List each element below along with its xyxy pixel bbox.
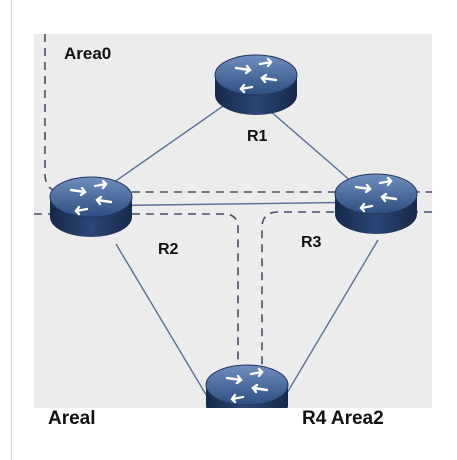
area0-label: Area0 (64, 44, 112, 63)
r4-area2-label: R4 Area2 (302, 408, 384, 429)
topology-canvas (34, 34, 432, 408)
area1-boundary (34, 213, 239, 408)
router-r1-label: R1 (247, 128, 268, 145)
link-r3-r4 (277, 239, 379, 408)
topology-svg (34, 34, 432, 408)
area2-boundary (261, 211, 432, 408)
router-r1-icon (213, 53, 299, 117)
router-r3-icon (333, 172, 419, 236)
page-left-border (11, 0, 12, 460)
area1-label: Areal (48, 408, 96, 429)
links (79, 89, 379, 408)
router-r3-label: R3 (301, 234, 322, 251)
router-r2-label: R2 (158, 241, 179, 258)
link-r2-r4 (115, 243, 215, 408)
router-r2-icon (48, 175, 134, 239)
router-r4-icon (204, 363, 290, 408)
